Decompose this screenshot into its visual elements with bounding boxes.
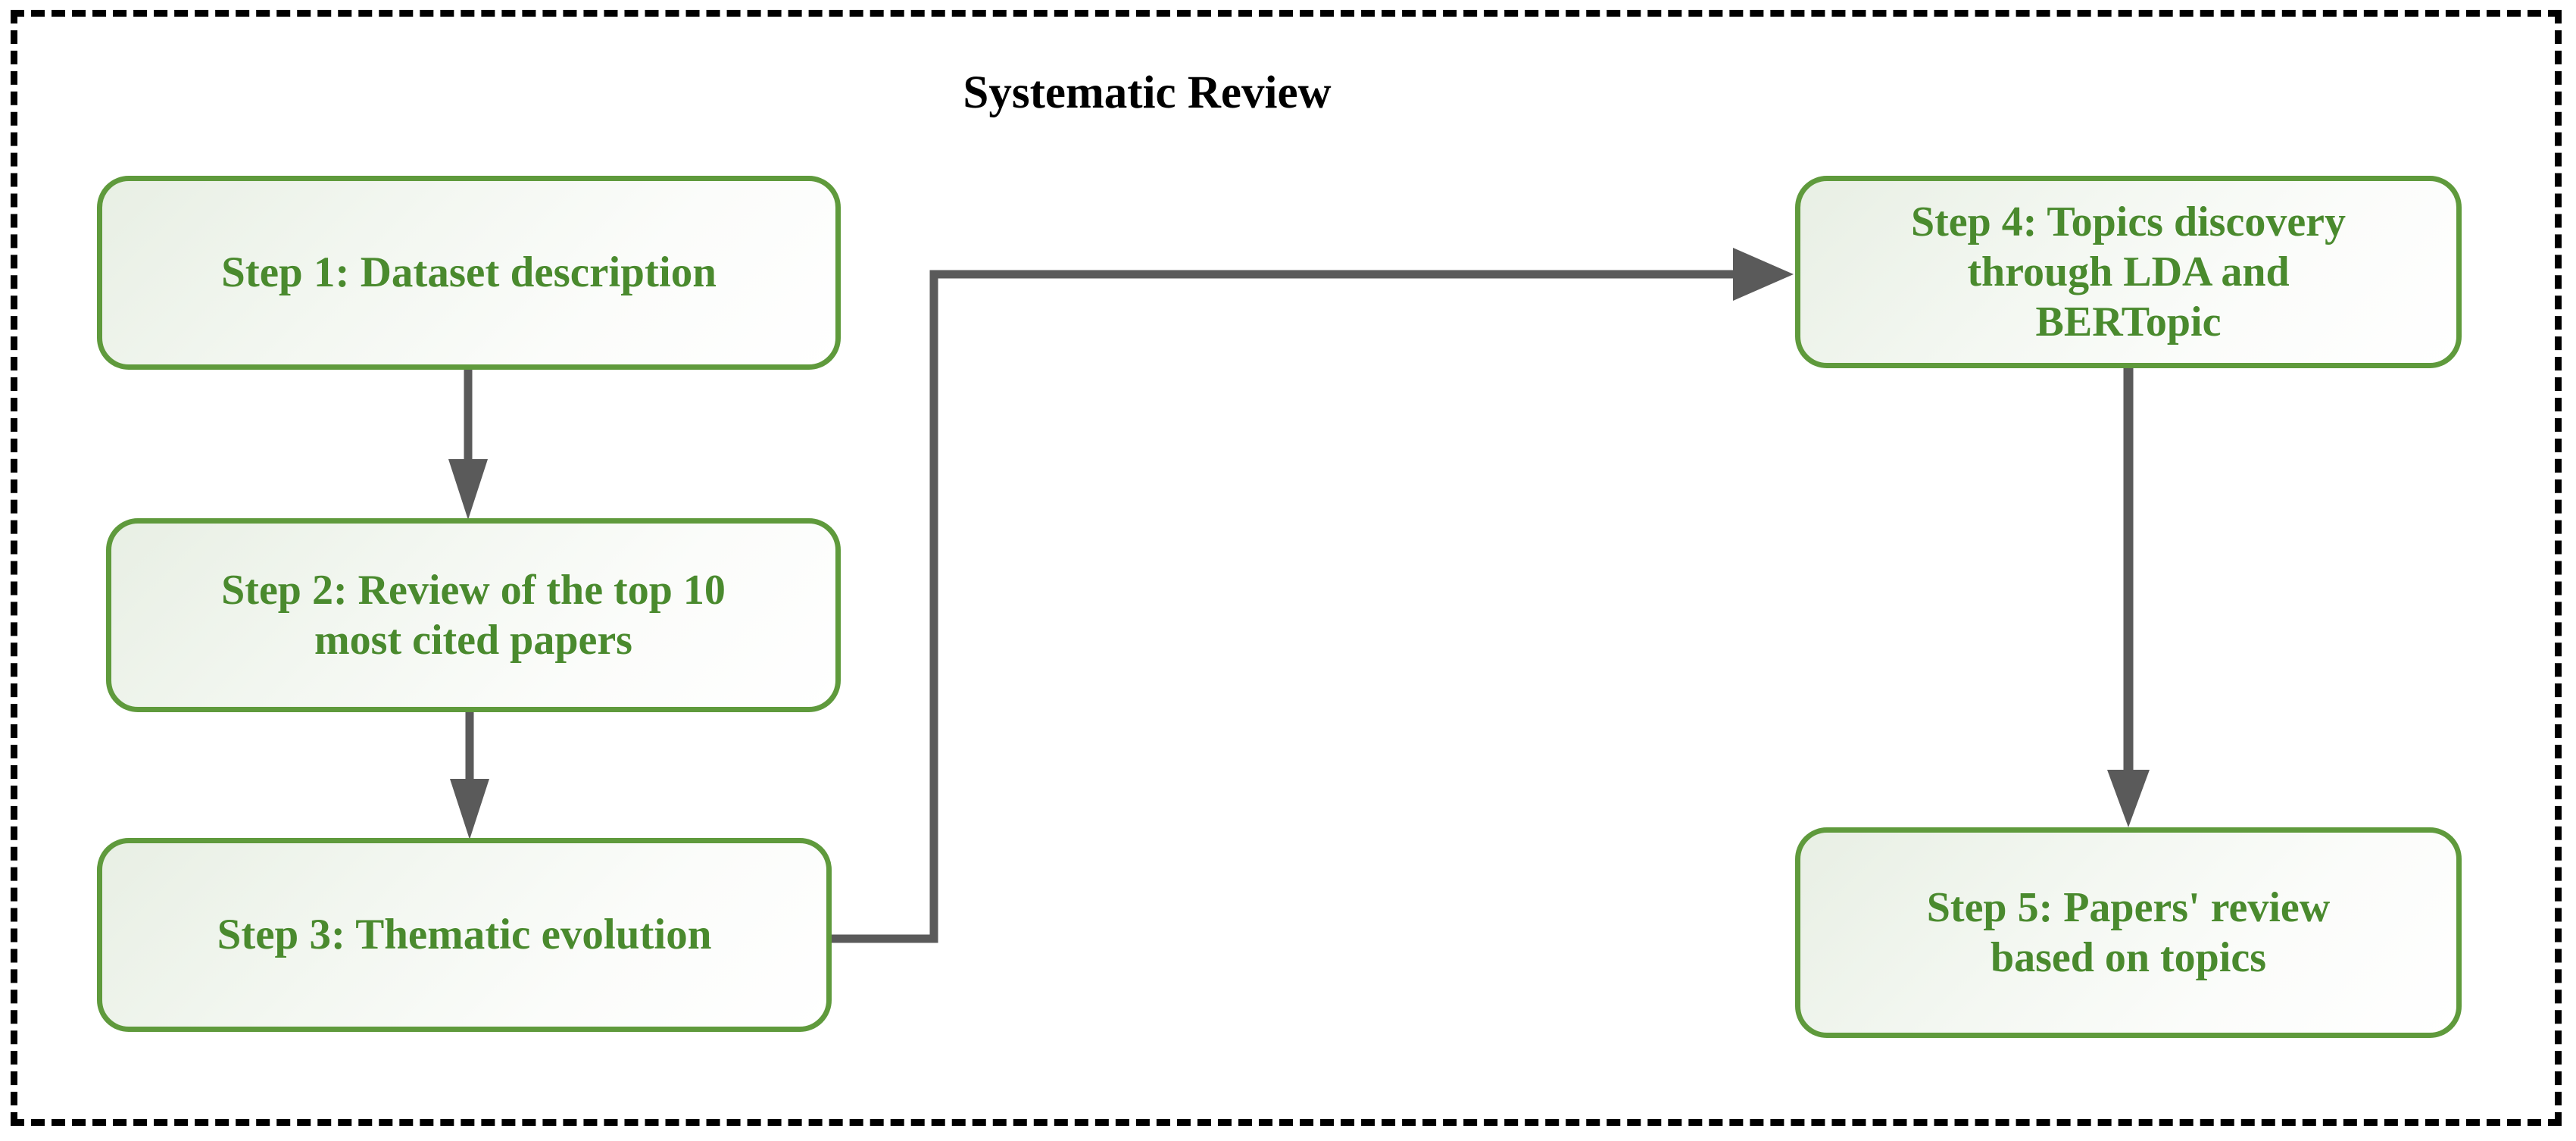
- node-step-5-label: Step 5: Papers' review based on topics: [1926, 884, 2331, 981]
- node-step-4-label: Step 4: Topics discovery through LDA and…: [1910, 199, 2347, 345]
- node-step-5[interactable]: Step 5: Papers' review based on topics: [1795, 827, 2462, 1038]
- node-step-2-label: Step 2: Review of the top 10 most cited …: [221, 567, 726, 664]
- node-step-1[interactable]: Step 1: Dataset description: [97, 176, 841, 370]
- node-step-3[interactable]: Step 3: Thematic evolution: [97, 838, 832, 1032]
- node-step-2[interactable]: Step 2: Review of the top 10 most cited …: [106, 518, 841, 712]
- page-title: Systematic Review: [963, 67, 1332, 118]
- node-step-4[interactable]: Step 4: Topics discovery through LDA and…: [1795, 176, 2462, 368]
- systematic-review-container: [11, 10, 2562, 1126]
- node-step-3-label: Step 3: Thematic evolution: [217, 911, 712, 958]
- node-step-1-label: Step 1: Dataset description: [221, 249, 717, 296]
